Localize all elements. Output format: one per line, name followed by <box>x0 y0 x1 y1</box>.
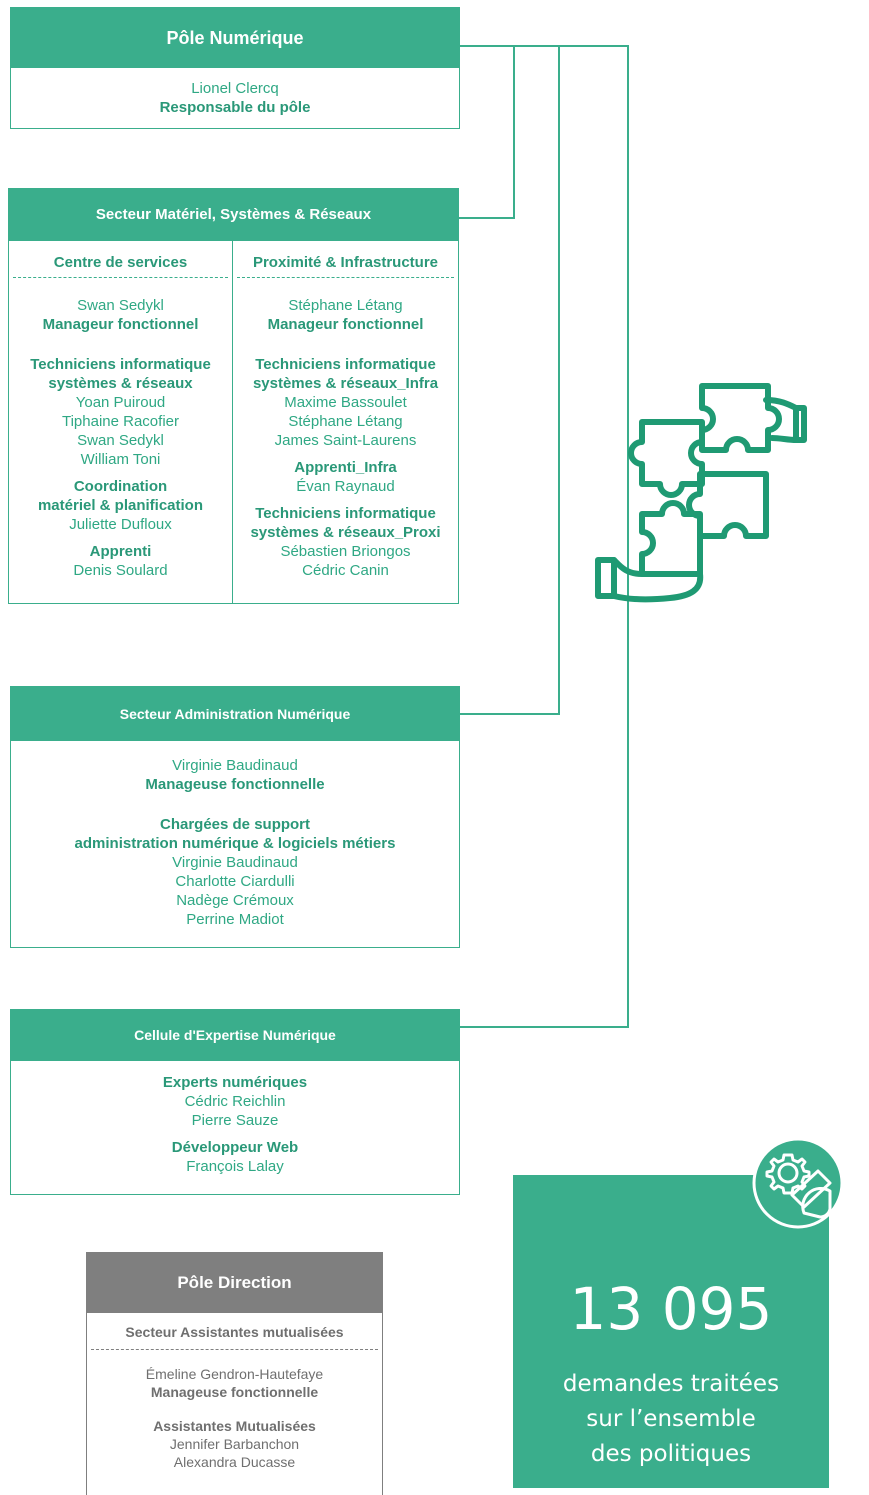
dashed-divider <box>237 277 454 278</box>
member-name: Charlotte Ciardulli <box>175 873 295 890</box>
manager-role: Manageur fonctionnel <box>42 316 199 333</box>
dashed-divider <box>91 1349 378 1350</box>
centre-services-heading: Centre de services <box>53 254 188 271</box>
gears-helmet-icon <box>752 1137 844 1229</box>
member-name: Yoan Puiroud <box>75 394 166 411</box>
proximite-infra-column: Proximité & Infrastructure Stéphane Léta… <box>233 241 458 603</box>
member-name: Swan Sedykl <box>77 432 164 449</box>
manager-name: Swan Sedykl <box>77 297 164 314</box>
manager-name: Virginie Baudinaud <box>172 757 298 774</box>
column-divider <box>232 241 233 603</box>
member-name: Perrine Madiot <box>186 911 284 928</box>
group-title: matériel & planification <box>37 497 204 514</box>
member-name: Cédric Canin <box>302 562 389 579</box>
manager-role: Manageuse fonctionnelle <box>150 1384 319 1400</box>
group-title: Techniciens informatique <box>255 505 436 522</box>
secteur-materiel-box: Secteur Matériel, Systèmes & Réseaux Cen… <box>8 188 459 604</box>
stat-value: 13 095 <box>569 1275 773 1343</box>
stat-label-line1: demandes traitées <box>562 1371 780 1397</box>
group-title: administration numérique & logiciels mét… <box>74 835 396 852</box>
group-title: Assistantes Mutualisées <box>153 1418 316 1434</box>
member-name: Évan Raynaud <box>296 478 395 495</box>
member-name: Denis Soulard <box>73 562 168 579</box>
pole-numerique-role: Responsable du pôle <box>159 99 311 116</box>
centre-services-column: Centre de services Swan Sedykl Manageur … <box>9 241 232 603</box>
group-title: systèmes & réseaux_Proxi <box>250 524 441 541</box>
member-name: Stéphane Létang <box>288 413 403 430</box>
pole-direction-box: Pôle Direction Secteur Assistantes mutua… <box>86 1252 383 1495</box>
pole-direction-subtitle: Secteur Assistantes mutualisées <box>125 1324 344 1340</box>
cellule-expertise-title: Cellule d'Expertise Numérique <box>11 1010 459 1061</box>
group-title: Experts numériques <box>162 1074 308 1091</box>
group-title: Apprenti <box>89 543 152 560</box>
group-title: Apprenti_Infra <box>294 459 397 476</box>
manager-name: Stéphane Létang <box>288 297 403 314</box>
member-name: James Saint-Laurens <box>274 432 417 449</box>
member-name: Pierre Sauze <box>191 1112 279 1129</box>
member-name: Juliette Dufloux <box>69 516 172 533</box>
member-name: Maxime Bassoulet <box>284 394 407 411</box>
dashed-divider <box>13 277 228 278</box>
member-name: Nadège Crémoux <box>176 892 294 909</box>
secteur-admin-title: Secteur Administration Numérique <box>11 687 459 741</box>
stat-label-line3: des politiques <box>590 1441 752 1467</box>
member-name: William Toni <box>80 451 161 468</box>
secteur-materiel-title: Secteur Matériel, Systèmes & Réseaux <box>9 189 458 241</box>
stat-panel: 13 095 demandes traitées sur l’ensemble … <box>513 1175 829 1488</box>
secteur-admin-box: Secteur Administration Numérique Virgini… <box>10 686 460 948</box>
member-name: Cédric Reichlin <box>184 1093 286 1110</box>
group-title: Techniciens informatique <box>255 356 436 373</box>
group-title: Chargées de support <box>159 816 311 833</box>
group-title: systèmes & réseaux_Infra <box>252 375 439 392</box>
member-name: Virginie Baudinaud <box>172 854 298 871</box>
group-title: Coordination <box>73 478 168 495</box>
member-name: Sébastien Briongos <box>280 543 411 560</box>
group-title: Développeur Web <box>171 1139 299 1156</box>
puzzle-hands-icon <box>595 383 807 603</box>
stat-label-line2: sur l’ensemble <box>586 1406 756 1432</box>
pole-direction-title: Pôle Direction <box>87 1253 382 1313</box>
member-name: François Lalay <box>186 1158 284 1175</box>
group-title: Techniciens informatique <box>30 356 211 373</box>
manager-role: Manageur fonctionnel <box>267 316 424 333</box>
member-name: Jennifer Barbanchon <box>169 1436 300 1452</box>
proximite-infra-heading: Proximité & Infrastructure <box>252 254 439 271</box>
member-name: Alexandra Ducasse <box>173 1454 296 1470</box>
cellule-expertise-box: Cellule d'Expertise Numérique Experts nu… <box>10 1009 460 1195</box>
manager-role: Manageuse fonctionnelle <box>145 776 325 793</box>
pole-numerique-box: Pôle Numérique Lionel Clercq Responsable… <box>10 7 460 129</box>
pole-numerique-name: Lionel Clercq <box>191 80 279 97</box>
pole-numerique-title: Pôle Numérique <box>11 8 459 68</box>
manager-name: Émeline Gendron-Hautefaye <box>145 1366 324 1382</box>
member-name: Tiphaine Racofier <box>61 413 179 430</box>
group-title: systèmes & réseaux <box>48 375 193 392</box>
